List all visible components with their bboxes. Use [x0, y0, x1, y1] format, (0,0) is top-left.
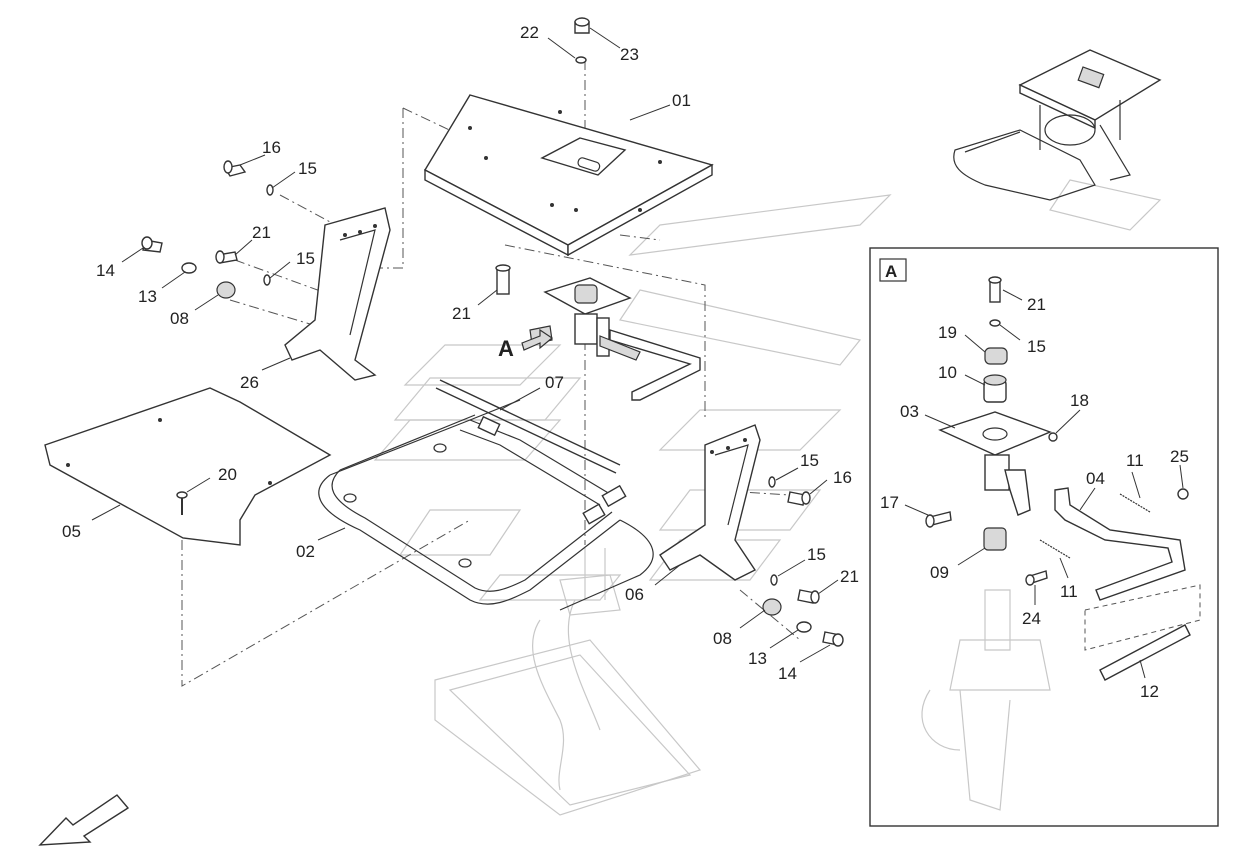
- callout: 16: [262, 138, 281, 157]
- seat-plate: [424, 94, 714, 257]
- callout: 11: [1126, 451, 1144, 470]
- callout: 10: [938, 363, 957, 382]
- left-fasteners: [141, 160, 274, 299]
- callout: 15: [807, 545, 826, 564]
- callout: 09: [930, 563, 949, 582]
- callout: 07: [545, 373, 564, 392]
- leader-lines: [91, 27, 1184, 679]
- callout: 08: [713, 629, 732, 648]
- callout: 12: [1140, 682, 1159, 701]
- callout: 02: [296, 542, 315, 561]
- callout: 15: [1027, 337, 1046, 356]
- center-bolt: [495, 264, 511, 295]
- main-frame: [318, 379, 654, 611]
- callout: 20: [218, 465, 237, 484]
- ghost-frame: [373, 194, 892, 816]
- callout: 13: [748, 649, 767, 668]
- callout: 22: [520, 23, 539, 42]
- callout: 23: [620, 45, 639, 64]
- direction-arrow: [38, 794, 130, 846]
- detail-a-tag: A: [885, 262, 897, 281]
- view-a-label: A: [498, 336, 514, 361]
- callout: 17: [880, 493, 899, 512]
- callout: 03: [900, 402, 919, 421]
- callout: 19: [938, 323, 957, 342]
- callout: 15: [800, 451, 819, 470]
- swivel-mount: [529, 277, 701, 401]
- callout: 13: [138, 287, 157, 306]
- callout: 24: [1022, 609, 1041, 628]
- callout: 14: [96, 261, 115, 280]
- callout: 18: [1070, 391, 1089, 410]
- right-bracket: [659, 424, 761, 581]
- alignment-lines: [181, 60, 801, 687]
- callout: 08: [170, 309, 189, 328]
- callout: 21: [1027, 295, 1046, 314]
- callout: 01: [672, 91, 691, 110]
- callout: 16: [833, 468, 852, 487]
- callout: 15: [298, 159, 317, 178]
- callout: 25: [1170, 447, 1189, 466]
- callout: 04: [1086, 469, 1105, 488]
- callout: 21: [840, 567, 859, 586]
- floor-mat: [44, 387, 332, 546]
- callout: 11: [1060, 582, 1078, 601]
- callout: 15: [296, 249, 315, 268]
- detail-a-box: [869, 247, 1219, 827]
- callout: 21: [452, 304, 471, 323]
- callout: 21: [252, 223, 271, 242]
- callout: 14: [778, 664, 797, 683]
- callout: 26: [240, 373, 259, 392]
- callout: 05: [62, 522, 81, 541]
- callout: 06: [625, 585, 644, 604]
- right-fasteners: [762, 476, 844, 647]
- left-bracket: [284, 207, 391, 381]
- top-knob: [574, 17, 590, 64]
- callout-labels: 22 23 01 16 15 21 15 14 13 08 21 26 07 0…: [62, 23, 1189, 701]
- overview-thumbnail: [953, 49, 1162, 231]
- view-a-arrow: [521, 328, 554, 351]
